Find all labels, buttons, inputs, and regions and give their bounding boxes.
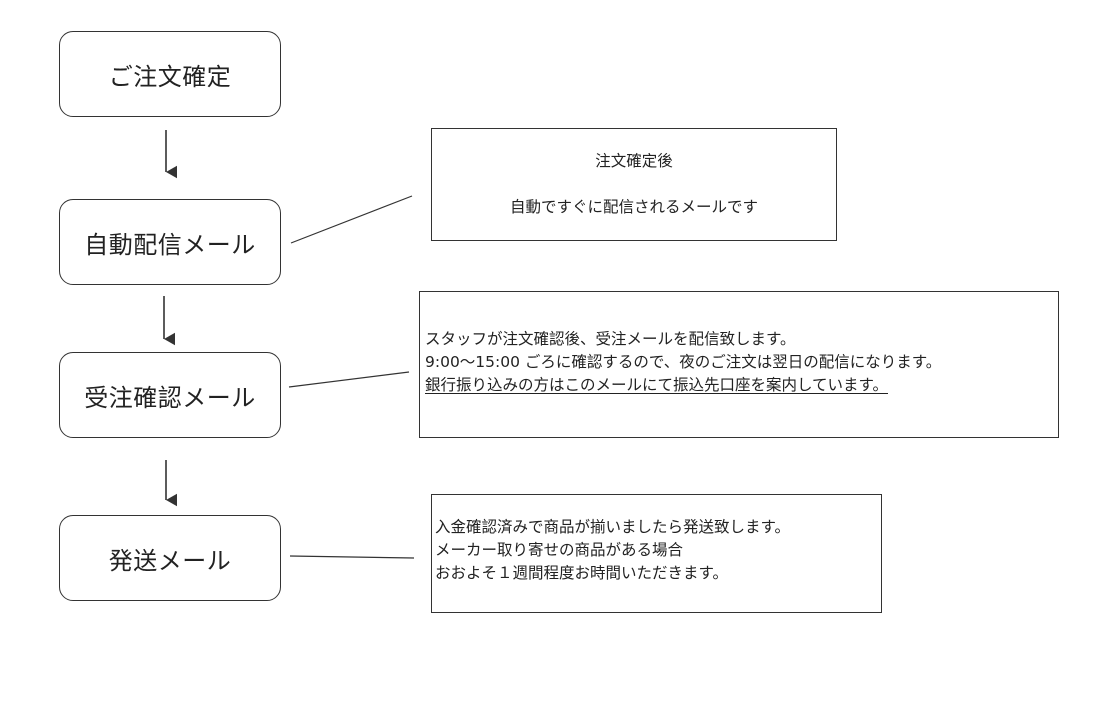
- step-label: 受注確認メール: [84, 383, 256, 412]
- step-label: 自動配信メール: [84, 230, 256, 259]
- note-order-acknowledgement: スタッフが注文確認後、受注メールを配信致します。 9:00～15:00 ごろに確…: [419, 291, 1059, 438]
- step-label: 発送メール: [108, 546, 232, 575]
- note-auto-email: 注文確定後 自動ですぐに配信されるメールです: [431, 128, 837, 241]
- note-line: 自動ですぐに配信されるメールです: [509, 198, 758, 216]
- note-line: おおよそ１週間程度お時間いただきます。: [435, 564, 728, 582]
- note-line-underlined: 銀行振り込みの方はこのメールにて振込先口座を案内しています。: [425, 376, 888, 394]
- note-line: スタッフが注文確認後、受注メールを配信致します。: [425, 330, 796, 348]
- callout-line-3: [289, 555, 415, 559]
- callout-line-1: [290, 195, 413, 244]
- callout-line-2: [288, 371, 410, 388]
- step-auto-email: 自動配信メール: [59, 199, 281, 285]
- step-label: ご注文確定: [108, 62, 232, 91]
- step-shipping-email: 発送メール: [59, 515, 281, 601]
- step-order-confirmed: ご注文確定: [59, 31, 281, 117]
- note-line: 9:00～15:00 ごろに確認するので、夜のご注文は翌日の配信になります。: [425, 353, 942, 371]
- step-order-acknowledgement-email: 受注確認メール: [59, 352, 281, 438]
- note-shipping: 入金確認済みで商品が揃いましたら発送致します。 メーカー取り寄せの商品がある場合…: [431, 494, 882, 613]
- note-line: 注文確定後: [595, 152, 673, 170]
- note-line: 入金確認済みで商品が揃いましたら発送致します。: [435, 518, 790, 536]
- note-line: メーカー取り寄せの商品がある場合: [435, 541, 684, 559]
